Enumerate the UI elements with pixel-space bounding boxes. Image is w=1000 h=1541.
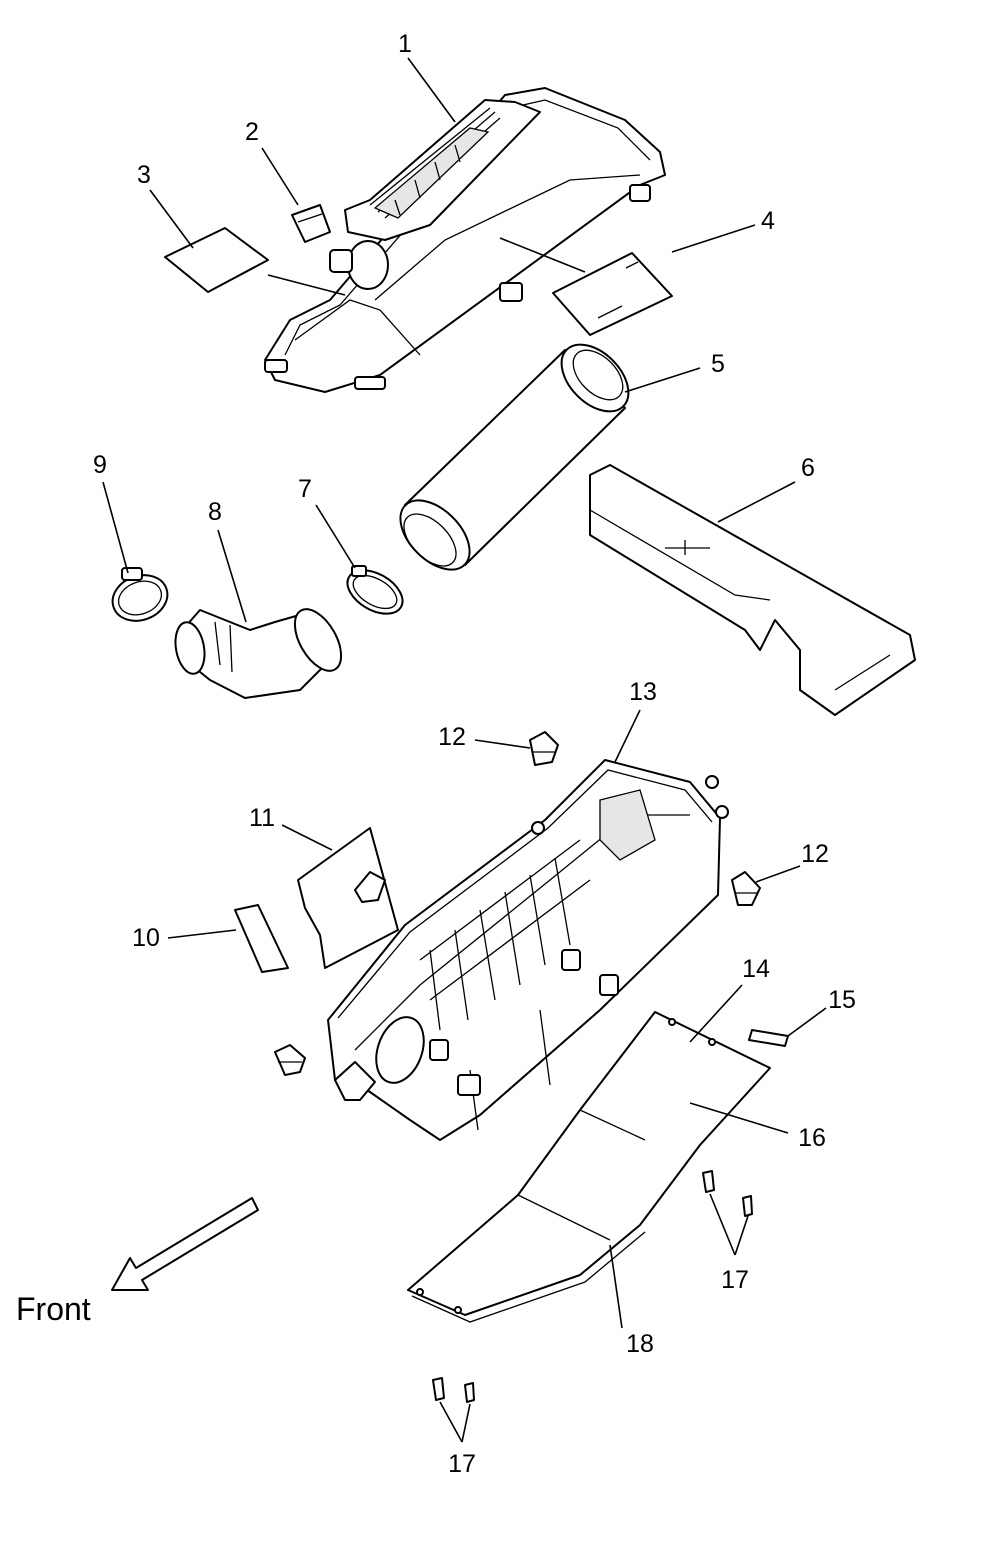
part-decal-4: [552, 252, 673, 336]
part-decal-3: [164, 227, 269, 293]
front-label: Front: [16, 1291, 91, 1327]
front-arrow-icon: [111, 1197, 259, 1291]
leader-lines: [102, 57, 827, 1443]
callout-17b: 17: [448, 1450, 476, 1478]
part-screws-17b: [432, 1377, 475, 1403]
part-clip-loose: [274, 1044, 306, 1076]
part-airbox-cover: [264, 87, 666, 393]
part-clip-12b: [731, 871, 761, 906]
callout-13: 13: [629, 678, 657, 706]
callout-17a: 17: [721, 1266, 749, 1294]
callout-11: 11: [249, 804, 275, 832]
callout-8: 8: [208, 498, 222, 526]
part-screws-17a: [702, 1170, 753, 1217]
callout-7: 7: [298, 475, 312, 503]
part-strip-15: [748, 1029, 789, 1047]
callout-16: 16: [798, 1124, 826, 1152]
callout-14: 14: [742, 955, 770, 983]
callout-12b: 12: [801, 840, 829, 868]
part-hose-clamp-9: [111, 567, 169, 622]
part-skid-plate-18: [407, 1011, 771, 1323]
callout-12a: 12: [438, 723, 466, 751]
callout-5: 5: [711, 350, 725, 378]
callout-3: 3: [137, 161, 151, 189]
callout-18: 18: [626, 1330, 654, 1358]
callout-10: 10: [132, 924, 160, 952]
callout-6: 6: [801, 454, 815, 482]
part-clip-12a: [529, 731, 559, 766]
callout-15: 15: [828, 986, 856, 1014]
callout-1: 1: [398, 30, 412, 58]
callout-9: 9: [93, 451, 107, 479]
callout-2: 2: [245, 118, 259, 146]
part-decal-11: [297, 827, 399, 969]
callout-4: 4: [761, 207, 775, 235]
part-airbox-base: [327, 759, 729, 1141]
part-air-filter: [399, 343, 630, 571]
part-hose-clamp-7: [346, 565, 404, 615]
part-label-2: [291, 204, 331, 243]
part-intake-elbow: [174, 608, 343, 699]
callout-labels: 1 2 3 4 5 6 7 8 9 10 11 12 12 13 14 15 1…: [16, 30, 856, 1478]
part-decal-10: [234, 904, 289, 973]
part-foam-block: [589, 464, 916, 716]
